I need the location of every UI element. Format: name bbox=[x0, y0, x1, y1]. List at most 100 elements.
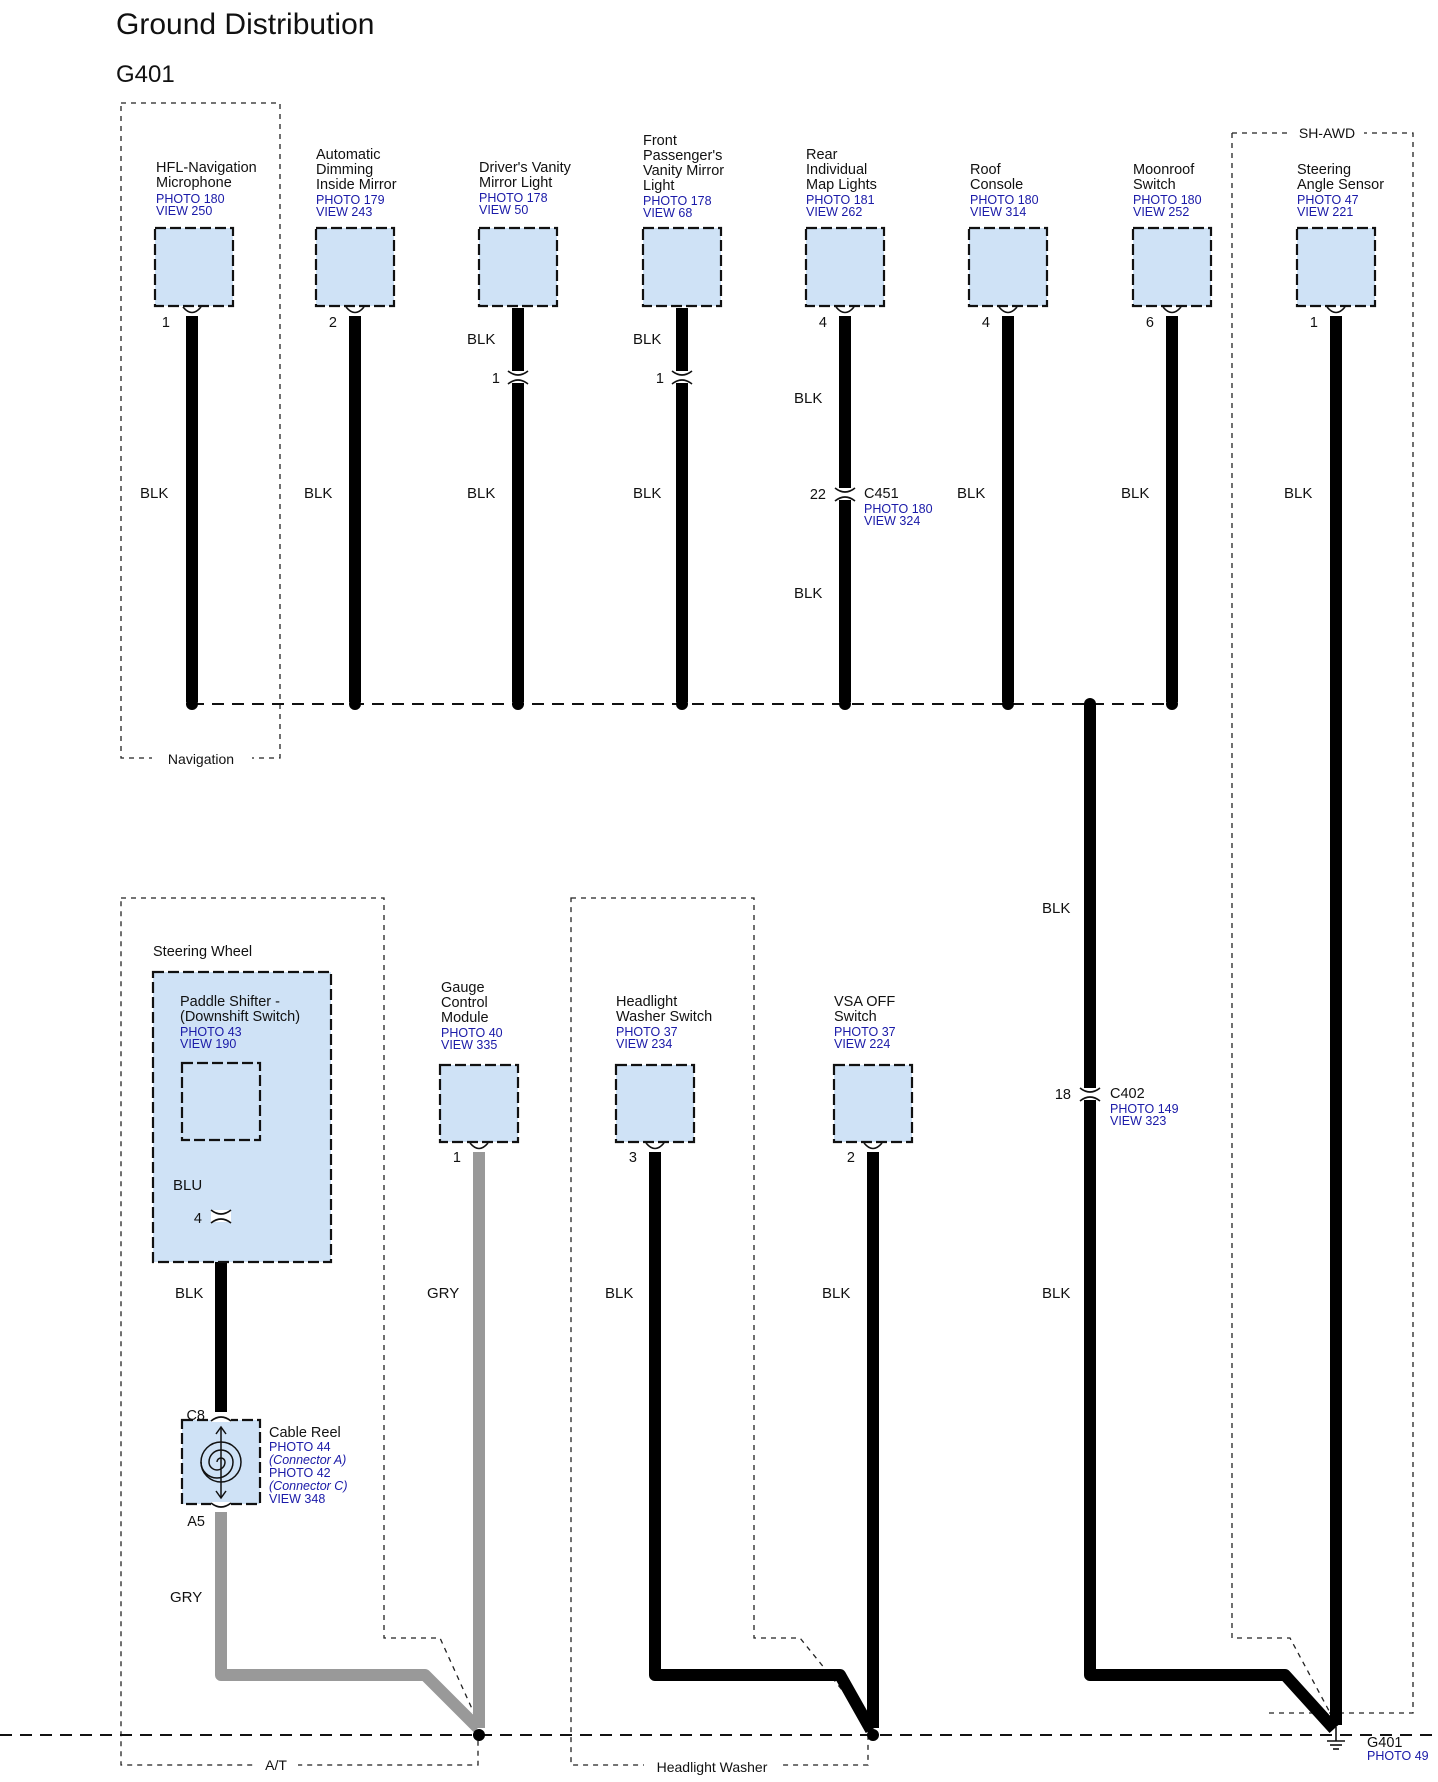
gauge-connector-box bbox=[438, 1063, 520, 1144]
cable-reel-refs: PHOTO 44 (Connector A) PHOTO 42 (Connect… bbox=[269, 1438, 352, 1506]
component-fpvm[interactable] bbox=[641, 226, 723, 308]
fpvm-inline-pin: 1 bbox=[656, 371, 664, 387]
roof-refs: PHOTO 180 VIEW 314 bbox=[970, 193, 1042, 219]
hfl-name: HFL-Navigation Microphone bbox=[156, 160, 261, 191]
fpvm-name: Front Passenger's Vanity Mirror Light bbox=[643, 133, 728, 194]
cable-reel-name: Cable Reel bbox=[269, 1425, 341, 1441]
paddle-blu-label: BLU bbox=[173, 1177, 202, 1194]
ground-name: G401 bbox=[1367, 1735, 1402, 1751]
fpvm-inline-connector bbox=[671, 370, 693, 385]
vsa-refs: PHOTO 37 VIEW 224 bbox=[834, 1025, 899, 1051]
hfl-wire-label: BLK bbox=[140, 485, 168, 502]
rml-pin: 4 bbox=[819, 315, 827, 331]
splice-dvm bbox=[512, 698, 524, 710]
cable-reel[interactable]: C8 A5 Cable Reel PHOTO 44 (Connector A) … bbox=[170, 1408, 352, 1606]
component-hfl[interactable] bbox=[153, 226, 235, 314]
dvm-wire-top-label: BLK bbox=[467, 331, 495, 348]
navigation-boundary bbox=[120, 102, 281, 759]
component-steer[interactable] bbox=[1295, 226, 1377, 314]
hws-pin: 3 bbox=[629, 1150, 637, 1166]
dvm-inline-connector bbox=[507, 370, 529, 385]
c402-wire-bottom-label: BLK bbox=[1042, 1285, 1070, 1302]
c402-wire-top-label: BLK bbox=[1042, 900, 1070, 917]
roof-pin: 4 bbox=[982, 315, 990, 331]
splice-adim bbox=[349, 698, 361, 710]
rml-wire-top-label: BLK bbox=[794, 390, 822, 407]
splice-at-ground bbox=[473, 1729, 485, 1741]
wires bbox=[186, 308, 1342, 1734]
hws-refs: PHOTO 37 VIEW 234 bbox=[616, 1025, 681, 1051]
paddle-name: Paddle Shifter - (Downshift Switch) bbox=[180, 994, 300, 1025]
rml-wire-bottom-label: BLK bbox=[794, 585, 822, 602]
c402-pin: 18 bbox=[1055, 1087, 1071, 1103]
component-hws[interactable] bbox=[614, 1063, 696, 1150]
component-gauge[interactable] bbox=[438, 1063, 520, 1150]
ground-photo-ref: PHOTO 49 bbox=[1367, 1749, 1429, 1763]
headlight-washer-group-label: Headlight Washer bbox=[657, 1759, 768, 1775]
roof-wire-label: BLK bbox=[957, 485, 985, 502]
component-adim[interactable] bbox=[314, 226, 396, 314]
vsa-wire-label: BLK bbox=[822, 1285, 850, 1302]
splice-fpvm bbox=[676, 698, 688, 710]
component-roof[interactable] bbox=[967, 226, 1049, 314]
component-dvm[interactable] bbox=[477, 226, 559, 308]
sh-awd-label-bg bbox=[1288, 125, 1364, 141]
paddle-refs: PHOTO 43 VIEW 190 bbox=[180, 1025, 245, 1051]
at-group-label: A/T bbox=[265, 1757, 287, 1773]
paddle-pin: 4 bbox=[194, 1211, 202, 1227]
component-moon[interactable] bbox=[1131, 226, 1213, 314]
steer-connector-box bbox=[1295, 226, 1377, 308]
rml-terminal bbox=[835, 306, 855, 314]
adim-terminal bbox=[345, 306, 365, 314]
splice-dots bbox=[186, 698, 1178, 1741]
steer-wire-label: BLK bbox=[1284, 485, 1312, 502]
gauge-refs: PHOTO 40 VIEW 335 bbox=[441, 1026, 506, 1052]
gauge-wire-label: GRY bbox=[427, 1285, 459, 1302]
dvm-refs: PHOTO 178 VIEW 50 bbox=[479, 191, 551, 217]
moon-connector-box bbox=[1131, 226, 1213, 308]
component-rml[interactable] bbox=[804, 226, 886, 314]
ground-g401[interactable]: G401 PHOTO 49 bbox=[1327, 1727, 1429, 1763]
moon-terminal bbox=[1162, 306, 1182, 314]
group-boundaries bbox=[120, 102, 1414, 1766]
rml-connector-box bbox=[804, 226, 886, 308]
cable-reel-pin-top: C8 bbox=[186, 1408, 205, 1424]
vsa-name: VSA OFF Switch bbox=[834, 994, 899, 1025]
c451-pin: 22 bbox=[810, 487, 826, 503]
splice-washer-ground bbox=[867, 1729, 879, 1741]
component-vsa[interactable] bbox=[832, 1063, 914, 1150]
splice-rml bbox=[839, 698, 851, 710]
splice-c402 bbox=[1084, 698, 1096, 710]
gauge-terminal bbox=[469, 1142, 489, 1150]
inline-connectors bbox=[507, 370, 1101, 1102]
navigation-label-bg bbox=[152, 750, 252, 766]
ground-symbol-icon bbox=[1327, 1727, 1345, 1750]
wire-hws bbox=[649, 1152, 877, 1733]
hws-wire-label: BLK bbox=[605, 1285, 633, 1302]
rml-name: Rear Individual Map Lights bbox=[806, 147, 877, 193]
cable-reel-terminals bbox=[210, 1412, 232, 1512]
steer-pin: 1 bbox=[1310, 315, 1318, 331]
c451-connector bbox=[834, 487, 856, 502]
splice-roof bbox=[1002, 698, 1014, 710]
roof-connector-box bbox=[967, 226, 1049, 308]
adim-name: Automatic Dimming Inside Mirror bbox=[316, 147, 397, 193]
c402-refs: PHOTO 149 VIEW 323 bbox=[1110, 1102, 1182, 1128]
adim-pin: 2 bbox=[329, 315, 337, 331]
fpvm-refs: PHOTO 178 VIEW 68 bbox=[643, 194, 715, 220]
cable-reel-wire-label: GRY bbox=[170, 1589, 202, 1606]
splice-hfl bbox=[186, 698, 198, 710]
headlight-washer-label-bg bbox=[644, 1759, 780, 1775]
fpvm-wire-label: BLK bbox=[633, 485, 661, 502]
vsa-pin: 2 bbox=[847, 1150, 855, 1166]
roof-name: Roof Console bbox=[970, 162, 1023, 193]
steer-name: Steering Angle Sensor bbox=[1297, 162, 1384, 193]
adim-connector-box bbox=[314, 226, 396, 308]
rml-refs: PHOTO 181 VIEW 262 bbox=[806, 193, 878, 219]
hfl-connector-box bbox=[153, 226, 235, 308]
navigation-group-label: Navigation bbox=[168, 751, 234, 767]
steering-wheel-section: Steering Wheel Paddle Shifter - (Downshi… bbox=[151, 944, 333, 1302]
wire-c402 bbox=[1084, 704, 1339, 1734]
page-title: Ground Distribution bbox=[116, 8, 374, 41]
